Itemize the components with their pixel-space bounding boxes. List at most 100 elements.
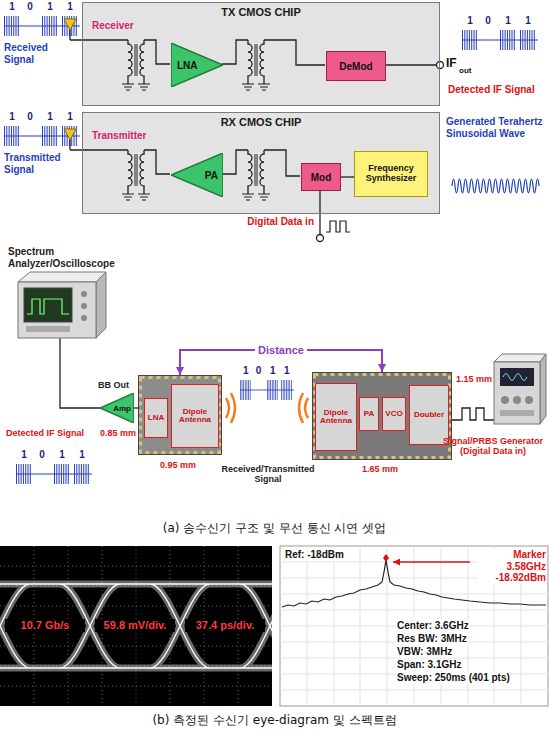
eye-diagram-screen [0, 584, 272, 668]
antenna-block: Dipole Antenna [315, 383, 357, 451]
spectrum-screen [393, 561, 470, 562]
terminal [317, 62, 444, 242]
antenna-symbol [64, 129, 76, 150]
transformer-symbol [122, 40, 150, 90]
instrument-setting: Center: 3.6GHz [396, 620, 470, 632]
ook-waveform [16, 474, 92, 475]
signal-generator-icon [525, 396, 533, 404]
instrument-label: Spectrum Analyzer/Oscilloscope [8, 246, 158, 269]
wire [385, 64, 436, 65]
bit-value: 0 [26, 111, 34, 123]
signal-label: Detected IF Signal [6, 428, 84, 438]
instrument-label: Signal/PRBS Generator (Digital Data in) [440, 436, 546, 457]
signal-label: Digital Data in [214, 216, 314, 228]
spectrum-screen [280, 546, 548, 706]
port-subscript: out [459, 66, 471, 75]
signal-generator-icon [540, 354, 546, 424]
bit-value: 1 [504, 15, 512, 27]
chip-ground [82, 112, 440, 214]
spectrum-analyzer-icon [18, 282, 96, 338]
wire [222, 40, 248, 64]
terminal [437, 62, 444, 69]
circuit-block: LNA [144, 398, 168, 438]
wire [70, 39, 128, 40]
instrument-setting: Ref: -18dBm [284, 549, 345, 561]
bit-value: 1 [66, 111, 74, 123]
chip-die-photo [315, 375, 450, 458]
instrument-setting: Sweep: 250ms (401 pts) [396, 672, 511, 684]
instrument-setting: Res BW: 3MHz [396, 633, 468, 645]
chip-boundary: RX CMOS CHIP PA Mod Frequency Synthesizer [82, 112, 440, 214]
chip-die-photo [138, 372, 452, 460]
spectrum-analyzer-icon [27, 299, 69, 314]
circuit-block: PA [359, 397, 379, 431]
edge-label: Distance [255, 344, 307, 357]
wire [222, 150, 248, 174]
wire [452, 408, 494, 420]
antenna-symbol [64, 19, 76, 150]
terminal [317, 235, 324, 242]
amplifier-triangle: LNA [171, 43, 223, 87]
spectrum-analyzer-icon [26, 326, 70, 332]
terahertz-sine [452, 179, 539, 193]
wire [70, 149, 128, 150]
synthesizer-box: Frequency Synthesizer [354, 151, 428, 197]
node-text: VCO [385, 410, 402, 418]
chip-die-photo [312, 372, 452, 460]
bit-value: 1 [269, 365, 277, 377]
node-text: Doubler [414, 411, 444, 419]
chip-die: Dipole AntennaPA VCO Doubler [312, 372, 452, 460]
signal-generator-icon [501, 396, 509, 404]
amplifier-triangle: PA [171, 153, 223, 197]
dimension: 1.65 mm [362, 464, 398, 474]
signal-label: Received/Transmitted Signal [216, 464, 320, 485]
spectrum-analyzer-icon [18, 272, 106, 338]
chip-die-photo [138, 375, 222, 455]
wire [144, 150, 170, 174]
bit-value: 1 [58, 449, 66, 461]
radiation-arc [299, 393, 303, 423]
signal-generator-icon [500, 410, 534, 416]
node-text: LNA [177, 60, 198, 71]
chip-die-photo [141, 378, 220, 453]
signal-label: Generated Terahertz Sinusoidal Wave [446, 116, 546, 139]
chip-ground [82, 2, 440, 214]
bit-value: 1 [20, 449, 28, 461]
wire [319, 190, 320, 234]
antenna-label: Transmitter [92, 130, 146, 142]
eye-diagram-screen [0, 584, 272, 668]
bit-value: 1 [66, 1, 74, 13]
node-text: TX CMOS CHIP [221, 6, 300, 18]
ook-waveform [240, 390, 294, 391]
dimension: 0.95 mm [160, 460, 196, 470]
bit-value: 1 [46, 1, 54, 13]
radiation-arc [226, 398, 229, 418]
node-text: Amp [113, 404, 131, 413]
spectrum-analyzer-icon [81, 315, 87, 321]
spectrum-screen [280, 546, 548, 706]
wire [264, 40, 325, 65]
wire [144, 40, 170, 64]
node-text: RX CMOS CHIP [221, 116, 302, 128]
signal-generator-icon [494, 354, 546, 424]
node-text: PA [205, 170, 218, 181]
spectrum-analyzer-icon [81, 291, 87, 297]
instrument-setting: VBW: 3MHz [396, 646, 453, 658]
chip-ground [82, 2, 440, 106]
modulator-box: Mod [301, 163, 341, 191]
antenna-block: Dipole Antenna [171, 384, 219, 448]
bit-value: 1 [46, 111, 54, 123]
eye-diagram-screen [0, 546, 300, 706]
chip-die: LNA Dipole Antenna [138, 375, 222, 455]
amplifier-triangle: Amp [100, 393, 134, 423]
spectrum-screen [383, 554, 389, 562]
spectrum-analyzer-icon [18, 272, 106, 282]
wire-connector [341, 176, 354, 177]
wire [60, 338, 100, 408]
node-text: LNA [148, 414, 164, 422]
signal-label: Detected IF Signal [448, 84, 546, 96]
triangle-outline [100, 393, 134, 423]
port-name: BB Out [98, 380, 129, 390]
chip-boundary: TX CMOS CHIPLNADeMod [82, 2, 440, 106]
bit-value: 0 [254, 365, 262, 377]
